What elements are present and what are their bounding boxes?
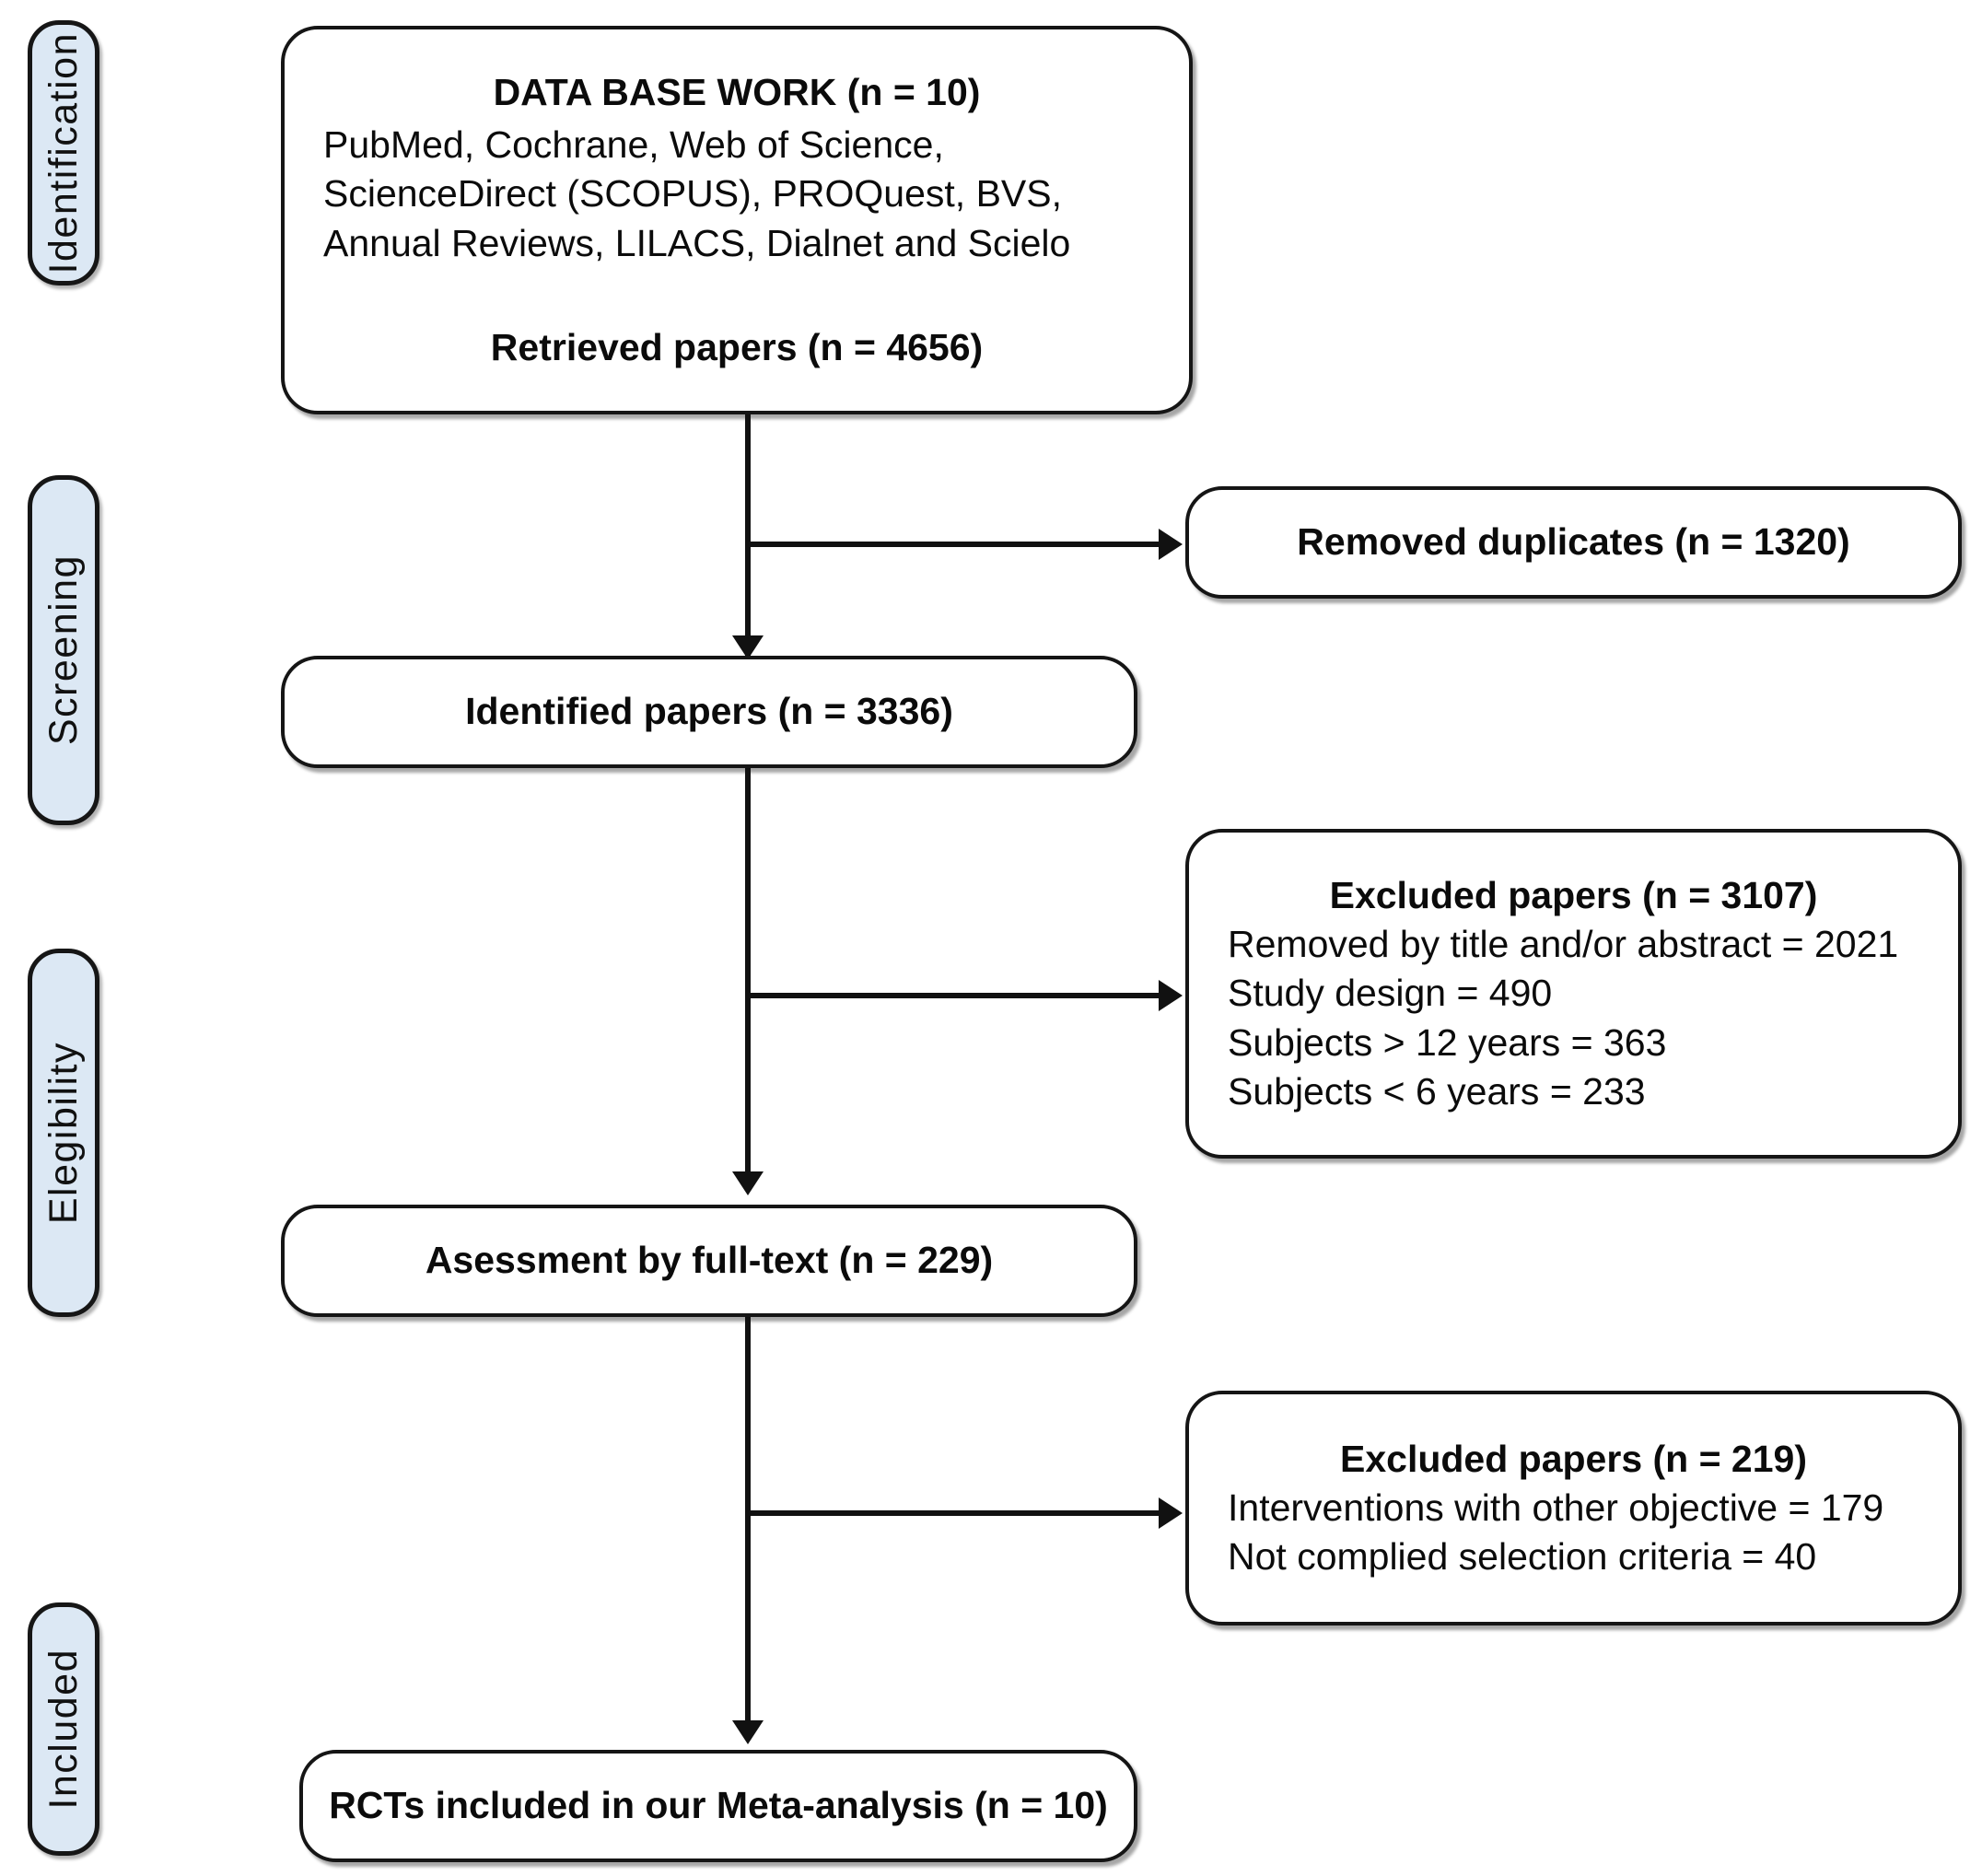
connector-to-excluded-eligibility [745,1510,1161,1516]
stage-label-included: Included [28,1602,99,1856]
removed-duplicates-label: Removed duplicates (n = 1320) [1297,520,1850,564]
stage-label-identification: Identification [28,20,99,285]
identified-papers-label: Identified papers (n = 3336) [465,690,953,733]
database-work-heading: DATA BASE WORK (n = 10) [493,70,981,113]
database-work-retrieved: Retrieved papers (n = 4656) [490,325,984,368]
box-excluded-screening: Excluded papers (n = 3107) Removed by ti… [1185,829,1962,1159]
box-assessment-full-text: Asessment by full-text (n = 229) [281,1205,1137,1317]
excluded-eligibility-heading: Excluded papers (n = 219) [1340,1437,1807,1480]
connector-eligibility-to-included [745,1317,751,1733]
excluded-screening-reason-4: Subjects < 6 years = 233 [1228,1069,1646,1113]
excluded-screening-reason-3: Subjects > 12 years = 363 [1228,1020,1667,1064]
excluded-eligibility-reason-2: Not complied selection criteria = 40 [1228,1535,1817,1579]
arrowhead-to-assessment [732,1171,764,1195]
stage-label-eligibility: Elegibility [28,949,99,1317]
excluded-screening-heading: Excluded papers (n = 3107) [1329,873,1818,916]
arrowhead-to-excluded-eligibility [1159,1497,1183,1529]
arrowhead-to-included-rcts [732,1720,764,1744]
connector-to-excluded-screening [745,993,1161,998]
box-identified-papers: Identified papers (n = 3336) [281,656,1137,768]
stage-label-included-text: Included [41,1649,86,1810]
arrowhead-to-identified-papers [732,635,764,659]
box-database-work: DATA BASE WORK (n = 10) PubMed, Cochrane… [281,26,1193,414]
stage-label-identification-text: Identification [41,31,86,274]
excluded-screening-reason-2: Study design = 490 [1228,972,1553,1015]
database-work-sources-line-3: Annual Reviews, LILACS, Dialnet and Scie… [323,221,1071,264]
excluded-eligibility-reason-1: Interventions with other objective = 179 [1228,1486,1884,1529]
database-work-sources-line-1: PubMed, Cochrane, Web of Science, [323,123,944,167]
connector-identification-to-screening [745,414,751,661]
stage-label-screening-text: Screening [41,554,86,746]
box-removed-duplicates: Removed duplicates (n = 1320) [1185,486,1962,599]
database-work-sources-line-2: ScienceDirect (SCOPUS), PROQuest, BVS, [323,172,1063,216]
box-excluded-eligibility: Excluded papers (n = 219) Interventions … [1185,1391,1962,1625]
stage-label-eligibility-text: Elegibility [41,1041,86,1225]
box-included-rcts: RCTs included in our Meta-analysis (n = … [299,1750,1137,1862]
arrowhead-to-excluded-screening [1159,980,1183,1011]
arrowhead-to-removed-duplicates [1159,529,1183,560]
connector-to-removed-duplicates [745,542,1161,547]
connector-screening-to-eligibility [745,768,751,1184]
excluded-screening-reason-1: Removed by title and/or abstract = 2021 [1228,923,1899,966]
included-rcts-label: RCTs included in our Meta-analysis (n = … [329,1784,1108,1827]
assessment-full-text-label: Asessment by full-text (n = 229) [425,1239,994,1282]
stage-label-screening: Screening [28,475,99,825]
